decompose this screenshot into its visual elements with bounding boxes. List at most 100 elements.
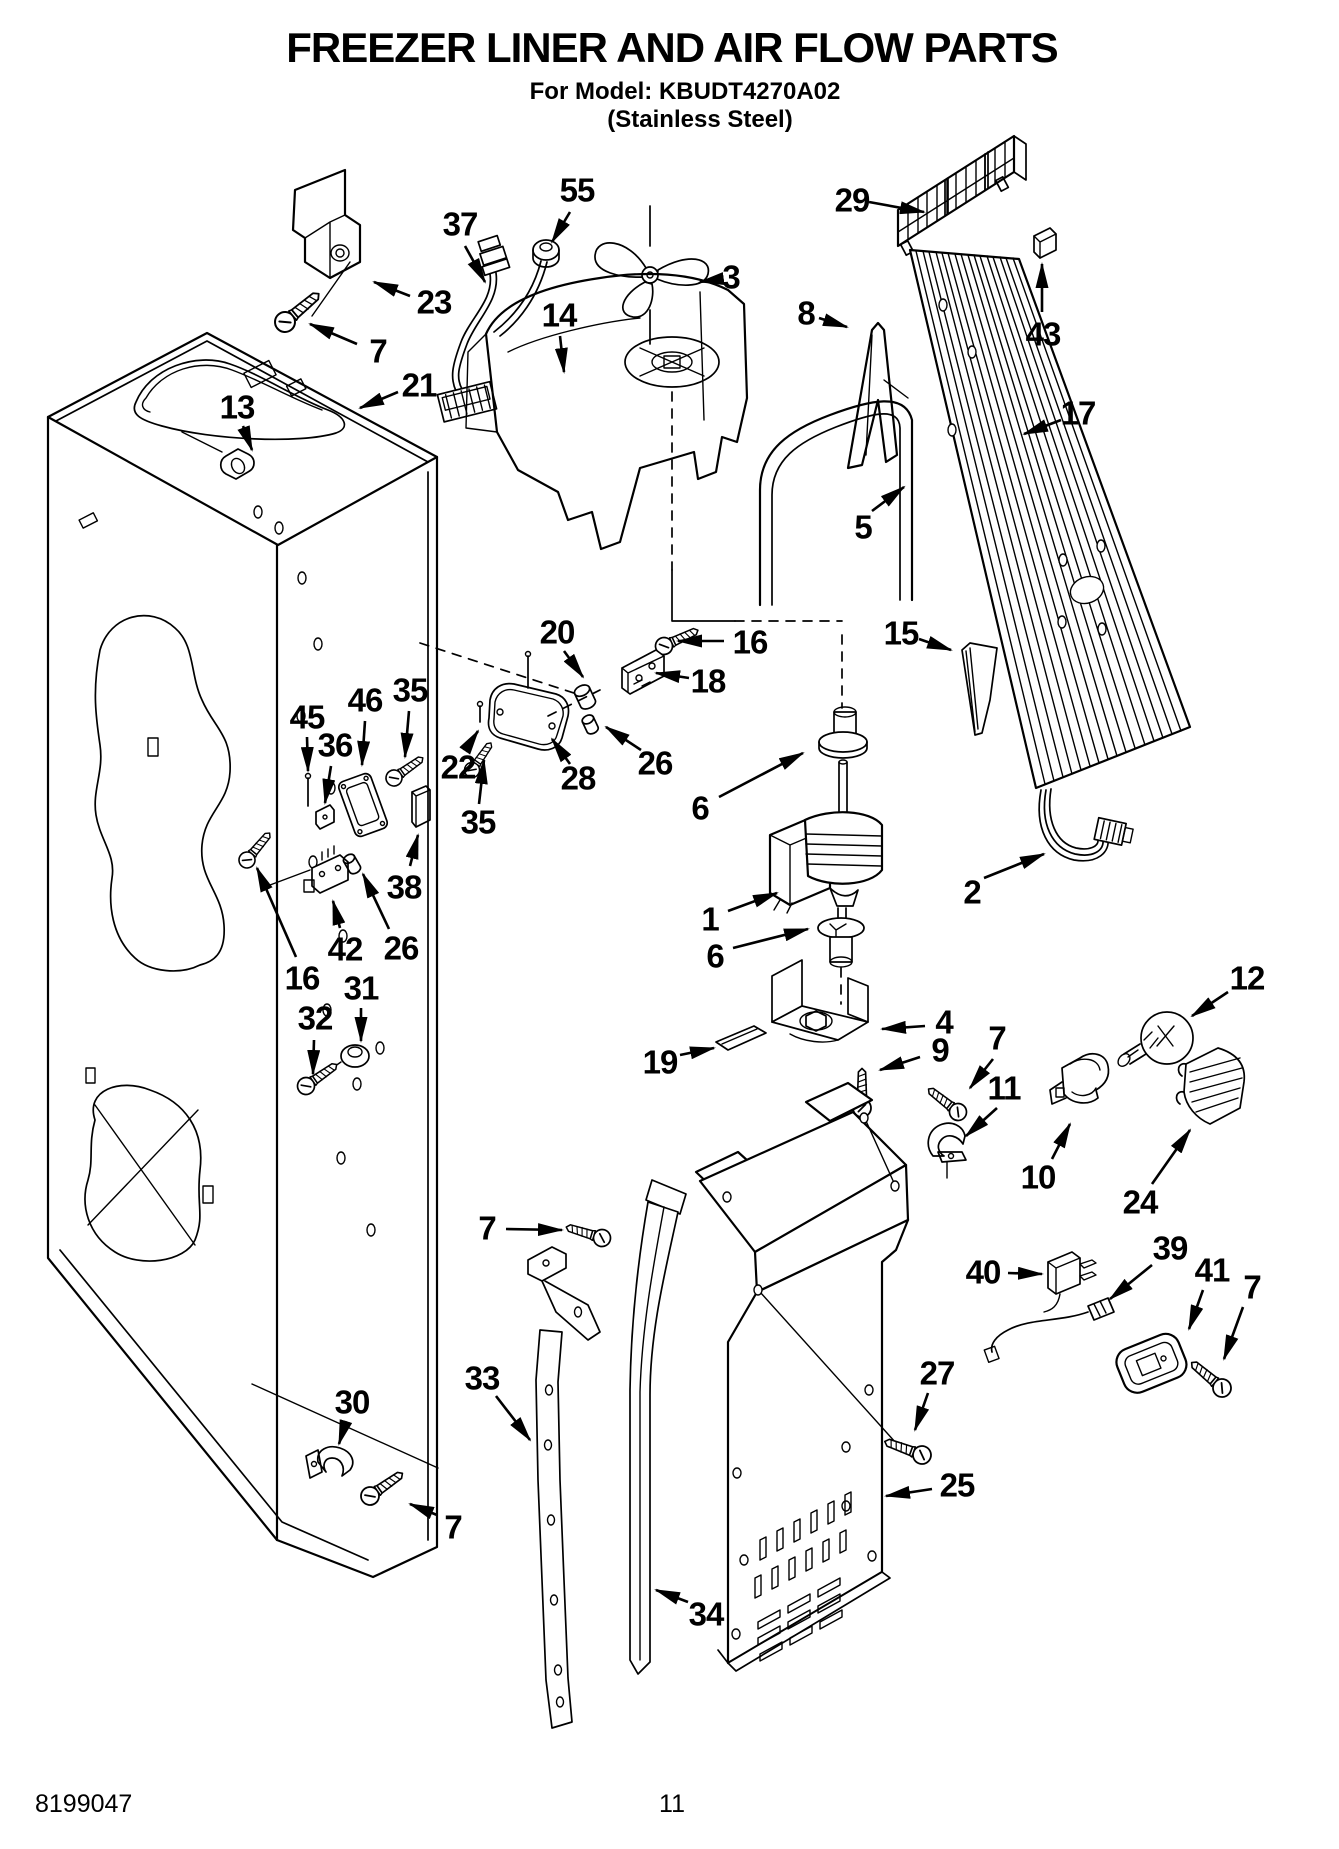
- callout-34-53: 34: [689, 1596, 725, 1633]
- callout-arrow-20-13: [562, 650, 585, 679]
- evaporator-panel-17: [908, 248, 1192, 790]
- callout-arrow-26-27: [361, 872, 391, 930]
- callout-11-39: 11: [988, 1070, 1022, 1107]
- callout-arrow-39-44: [1108, 1263, 1153, 1301]
- callout-13-5: 13: [220, 389, 255, 426]
- callout-arrow-1-33: [727, 891, 779, 913]
- callout-8-11: 8: [797, 295, 815, 332]
- callout-arrow-33-50: [494, 1395, 532, 1442]
- pin-45: [304, 772, 312, 807]
- callout-40-43: 40: [966, 1254, 1001, 1291]
- diagram-artwork: [46, 134, 1246, 1729]
- callout-33-50: 33: [465, 1360, 500, 1397]
- callout-arrow-7-49: [505, 1223, 564, 1237]
- air-duct-strip-34: [629, 1179, 687, 1675]
- callout-3-7: 3: [722, 259, 740, 296]
- callout-arrow-37-1: [463, 245, 487, 284]
- callout-39-44: 39: [1153, 1230, 1188, 1267]
- cover-plate-28: [487, 650, 601, 751]
- callout-arrow-29-8: [868, 200, 926, 215]
- callout-4-35: 4: [935, 1004, 954, 1041]
- finish-line: (Stainless Steel): [607, 106, 792, 133]
- callout-arrow-21-4: [358, 390, 399, 410]
- callout-arrow-46-22: [357, 720, 371, 767]
- callout-37-1: 37: [443, 206, 478, 243]
- callout-28-18: 28: [561, 760, 596, 797]
- callout-arrow-10-41: [1050, 1122, 1072, 1160]
- callout-6-31: 6: [691, 790, 709, 827]
- callout-arrow-7-52: [408, 1502, 438, 1520]
- callout-31-29: 31: [344, 970, 379, 1007]
- callout-arrow-6-31: [718, 751, 805, 799]
- callout-arrow-7-46: [1222, 1306, 1245, 1361]
- callout-18-15: 18: [691, 663, 726, 700]
- callout-43-9: 43: [1026, 316, 1061, 353]
- callout-arrow-17-10: [1022, 418, 1062, 436]
- callout-25-48: 25: [940, 1467, 975, 1504]
- callout-36-23: 36: [318, 727, 353, 764]
- fan-shroud-14: [465, 272, 749, 551]
- grille-29: [896, 134, 1027, 257]
- grommet-6-lower: [817, 917, 865, 968]
- callout-arrow-4-35: [880, 1020, 926, 1034]
- gasket-5: [758, 400, 914, 607]
- freezer-liner: [46, 331, 439, 1579]
- terminal-40: [1043, 1251, 1097, 1313]
- label-19: [715, 1025, 767, 1051]
- lamp-socket-10: [1049, 1053, 1110, 1105]
- callout-arrow-32-30: [307, 1039, 321, 1076]
- screw-7-strip: [562, 1218, 614, 1250]
- bushing-26-left: [342, 853, 362, 875]
- callout-arrow-22-17: [459, 729, 480, 755]
- motor-bracket-4: [771, 959, 869, 1043]
- callout-14-6: 14: [542, 297, 578, 334]
- callout-20-13: 20: [540, 614, 575, 651]
- callout-arrow-24-42: [1150, 1128, 1192, 1185]
- callout-arrow-18-15: [654, 670, 690, 684]
- fan-motor-1: [768, 811, 884, 914]
- callout-29-8: 29: [835, 182, 870, 219]
- callout-24-42: 24: [1123, 1184, 1159, 1221]
- callout-9-37: 9: [931, 1032, 949, 1069]
- callout-arrow-38-25: [405, 833, 420, 867]
- callout-arrow-8-11: [818, 313, 849, 329]
- bracket-23: [291, 168, 362, 317]
- callout-arrow-40-43: [1007, 1266, 1044, 1280]
- callout-arrow-26-19: [604, 725, 642, 752]
- callout-38-25: 38: [387, 869, 422, 906]
- callout-arrow-23-2: [372, 280, 411, 298]
- screw-7-lamp: [922, 1081, 971, 1125]
- alignment-line: [419, 642, 581, 696]
- callout-arrow-45-21: [300, 736, 314, 773]
- callout-arrow-11-39: [964, 1107, 998, 1138]
- callout-arrow-28-18: [550, 737, 572, 765]
- callout-arrow-3-7: [698, 272, 725, 286]
- callout-7-38: 7: [988, 1020, 1005, 1057]
- pin-22-head: [476, 700, 484, 708]
- grommet-6-upper: [818, 706, 868, 759]
- callout-arrow-35-20: [400, 710, 414, 759]
- callout-16-14: 16: [733, 624, 768, 661]
- callout-2-32: 2: [963, 874, 981, 911]
- callout-46-22: 46: [348, 682, 383, 719]
- callout-10-41: 10: [1021, 1159, 1056, 1196]
- screw-7-top: [269, 285, 327, 338]
- callout-arrow-7-3: [308, 322, 358, 346]
- callout-55-0: 55: [560, 172, 595, 209]
- callout-arrow-14-6: [554, 335, 568, 374]
- callout-arrow-12-40: [1190, 990, 1229, 1018]
- bracket-36: [315, 804, 335, 830]
- callout-arrow-15-16: [918, 636, 953, 652]
- grommet-43: [1033, 227, 1057, 259]
- callout-arrow-13-5: [237, 425, 254, 452]
- footer-part-number: 8199047: [35, 1790, 132, 1818]
- screw-7-switch: [1184, 1354, 1236, 1402]
- callout-30-51: 30: [335, 1384, 370, 1421]
- callout-26-19: 26: [638, 745, 673, 782]
- callout-arrow-25-48: [884, 1485, 933, 1499]
- callout-arrow-19-36: [679, 1046, 716, 1060]
- callout-arrow-42-26: [331, 899, 346, 929]
- callout-35-20: 35: [393, 672, 428, 709]
- bushing-20: [573, 684, 597, 710]
